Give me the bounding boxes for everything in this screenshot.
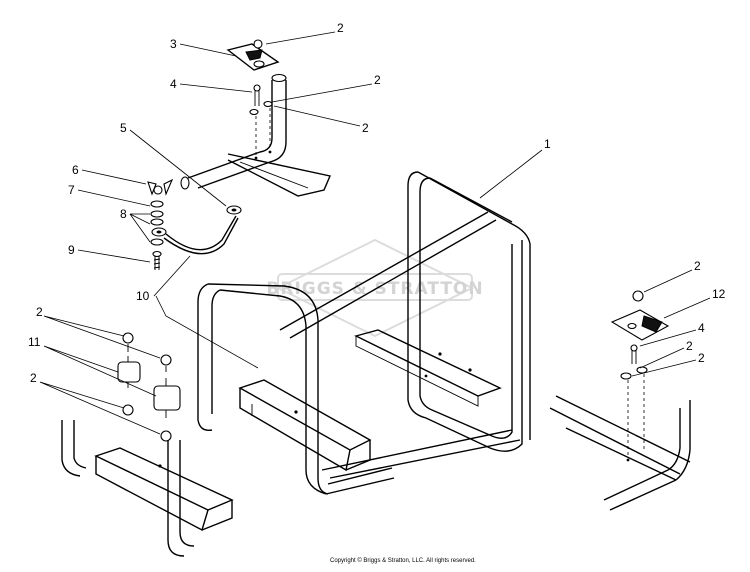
callout-2-mid: 2 (362, 121, 369, 135)
callout-2-left-b: 2 (30, 371, 37, 385)
callout-4-right: 4 (698, 321, 705, 335)
ground-strap-hardware (147, 178, 242, 270)
callout-9: 9 (68, 243, 75, 257)
handle-bracket-assembly (180, 39, 331, 197)
callout-8: 8 (120, 207, 127, 221)
callout-2-left-a: 2 (36, 305, 43, 319)
callout-2-right-a: 2 (694, 259, 701, 273)
callout-11: 11 (28, 335, 41, 349)
callout-7: 7 (68, 183, 75, 197)
copyright-notice: Copyright © Briggs & Stratton, LLC. All … (330, 558, 476, 564)
leader-lines (39, 31, 711, 435)
callout-5: 5 (120, 121, 127, 135)
isolator-mounts-left (61, 332, 234, 557)
callout-labels: 2 3 2 4 2 5 1 6 7 8 9 10 2 11 2 2 12 4 2… (28, 21, 726, 385)
callout-10: 10 (136, 289, 150, 303)
callout-6: 6 (72, 163, 79, 177)
callout-1: 1 (544, 137, 551, 151)
watermark-logo: BRIGGS & STRATTON (266, 238, 483, 338)
callout-2-right-b: 2 (686, 339, 693, 353)
callout-4-left: 4 (170, 77, 177, 91)
callout-2-upper: 2 (374, 73, 381, 87)
callout-12: 12 (712, 287, 726, 301)
callout-2-right-c: 2 (698, 351, 705, 365)
callout-2-top: 2 (337, 21, 344, 35)
bracket-right-assembly (549, 290, 691, 511)
callout-3: 3 (170, 37, 177, 51)
main-frame (197, 171, 531, 495)
